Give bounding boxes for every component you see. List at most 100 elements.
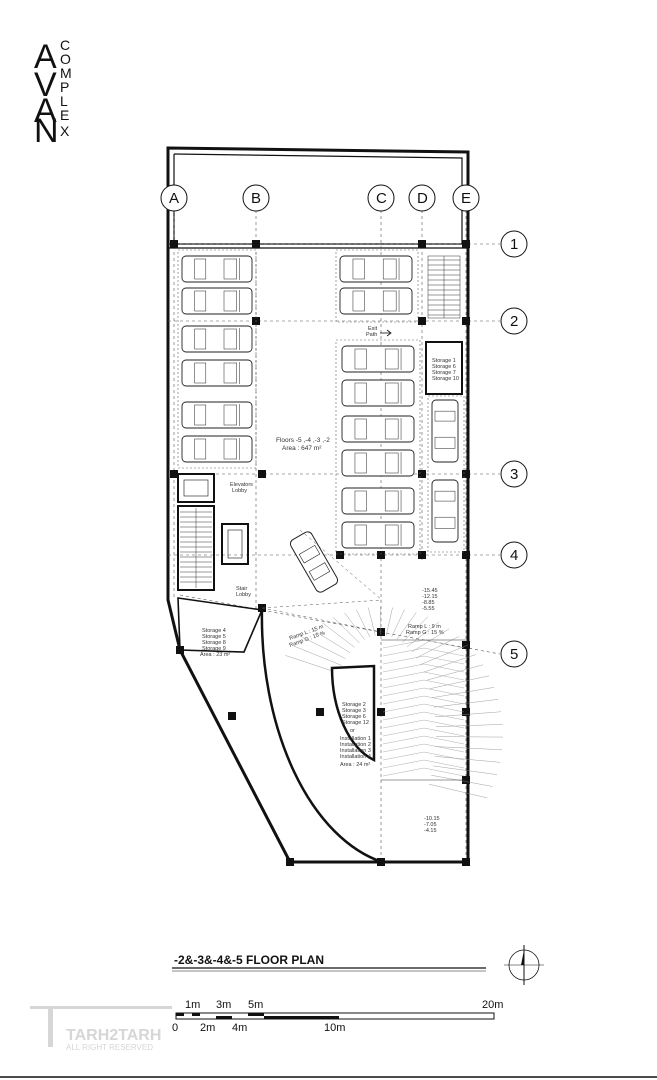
car	[431, 399, 459, 463]
logo-letter: L	[60, 93, 68, 109]
title-block: -2&-3&-4&-5 FLOOR PLAN	[172, 953, 486, 972]
storage-label: Storage 10	[432, 376, 459, 382]
car	[341, 379, 415, 407]
logo-letter: O	[60, 51, 71, 67]
scale-label: 3m	[216, 999, 231, 1011]
ramp-hatch-line	[433, 765, 498, 775]
structural-column	[462, 470, 470, 478]
ramp-hatch-line	[333, 617, 360, 644]
grid-label: 4	[510, 547, 518, 564]
ramp-chevron	[382, 687, 465, 697]
grid-row-markers: 1 2 3 4 5	[500, 230, 528, 668]
structural-column	[170, 240, 178, 248]
car	[431, 479, 459, 543]
ramp-hatch-line	[431, 775, 493, 787]
installation-label: Installation 4	[340, 754, 371, 760]
level-label: -12.15	[422, 594, 438, 600]
car	[181, 401, 253, 429]
structural-column	[462, 858, 470, 866]
car	[339, 255, 413, 283]
structural-column	[377, 708, 385, 716]
logo-letter: E	[60, 107, 69, 123]
structural-column	[170, 470, 178, 478]
parked-cars	[181, 255, 459, 549]
storage-label: Storage 5	[202, 634, 226, 640]
storage-left-room: Storage 4 Storage 5 Storage 8 Storage 9 …	[177, 597, 264, 658]
level-label: -7.05	[424, 822, 437, 828]
scale-label: 20m	[482, 999, 503, 1011]
structural-column	[418, 317, 426, 325]
ramp-hatch-line	[401, 616, 428, 643]
ramp-chevron	[382, 751, 465, 761]
ramp-chevron	[382, 695, 465, 705]
grid-label: 3	[510, 466, 518, 483]
logo-letter: X	[60, 123, 70, 139]
logo-letter: A	[34, 92, 57, 130]
storage-label: Storage 9	[202, 646, 226, 652]
ramp-chevron	[382, 647, 465, 657]
or-label: or	[350, 728, 355, 734]
scale-label: 4m	[232, 1022, 247, 1034]
ramp-chevron	[382, 671, 465, 681]
ramp-hatch-line	[396, 612, 417, 640]
ramp-chevron	[382, 743, 465, 753]
scale-label: 10m	[324, 1022, 345, 1034]
ramp-chevron	[382, 735, 465, 745]
level-label: -15.45	[422, 588, 438, 594]
car	[181, 287, 253, 315]
installation-label: Installation 3	[340, 748, 371, 754]
installation-label: Installation 2	[340, 742, 371, 748]
structural-column	[258, 470, 266, 478]
ramp-hatch-line	[411, 628, 450, 653]
ramp-hatch-line	[368, 607, 376, 636]
ramp-chevron	[382, 767, 465, 777]
installation-label: Installation 1	[340, 736, 371, 742]
grid-label: 5	[510, 646, 518, 663]
structural-column	[462, 317, 470, 325]
storage-label: Storage 6	[432, 364, 456, 370]
car	[339, 287, 413, 315]
ramp-hatch-line	[432, 687, 495, 698]
exit-label: Path	[366, 332, 377, 338]
ramp-length-label: Ramp L : 9 m	[408, 624, 441, 630]
area-label: Area : 24 m²	[340, 762, 370, 768]
area-label: Area : 23 m²	[200, 652, 230, 658]
ramp-hatch-line	[428, 783, 488, 799]
storage-label: Storage 4	[202, 628, 226, 634]
ramp-hatch-line	[322, 622, 355, 648]
stair-lobby-label: Lobby	[236, 592, 251, 598]
logo-letter: V	[34, 66, 57, 104]
storage-label: Storage 12	[342, 720, 369, 726]
grid-label: B	[251, 190, 261, 207]
ramp-hatch-line	[344, 612, 365, 640]
logo-letter: C	[60, 37, 70, 53]
storage-label: Storage 6	[342, 714, 366, 720]
ramp-hatch-line	[386, 607, 393, 636]
structural-column	[377, 551, 385, 559]
turning-path	[261, 529, 383, 633]
ramp-chevron	[382, 719, 465, 729]
grid-label: 1	[510, 236, 518, 253]
grid-label: C	[376, 190, 387, 207]
ramp-grade-label: Ramp G : 15 %	[406, 630, 444, 636]
structural-column	[418, 470, 426, 478]
structural-column	[462, 551, 470, 559]
ramp-hatch-line	[311, 629, 350, 653]
logo-letter: P	[60, 79, 69, 95]
ramp-hatch-line	[285, 655, 338, 674]
grid-column-markers: A B C D E	[160, 184, 480, 212]
ramp-hatch-line	[423, 654, 476, 673]
ramp-chevron	[382, 711, 465, 721]
ramp-chevron	[382, 727, 465, 737]
straight-ramp	[382, 639, 465, 777]
structural-column	[418, 551, 426, 559]
exit-path: Exit Path	[366, 326, 392, 338]
exit-label: Exit	[368, 326, 378, 332]
level-label: -8.85	[422, 600, 435, 606]
ramp-chevron	[382, 679, 465, 689]
logo-letter: N	[34, 112, 59, 150]
level-label: -10.15	[424, 816, 440, 822]
core-left	[177, 473, 249, 591]
car	[181, 435, 253, 463]
